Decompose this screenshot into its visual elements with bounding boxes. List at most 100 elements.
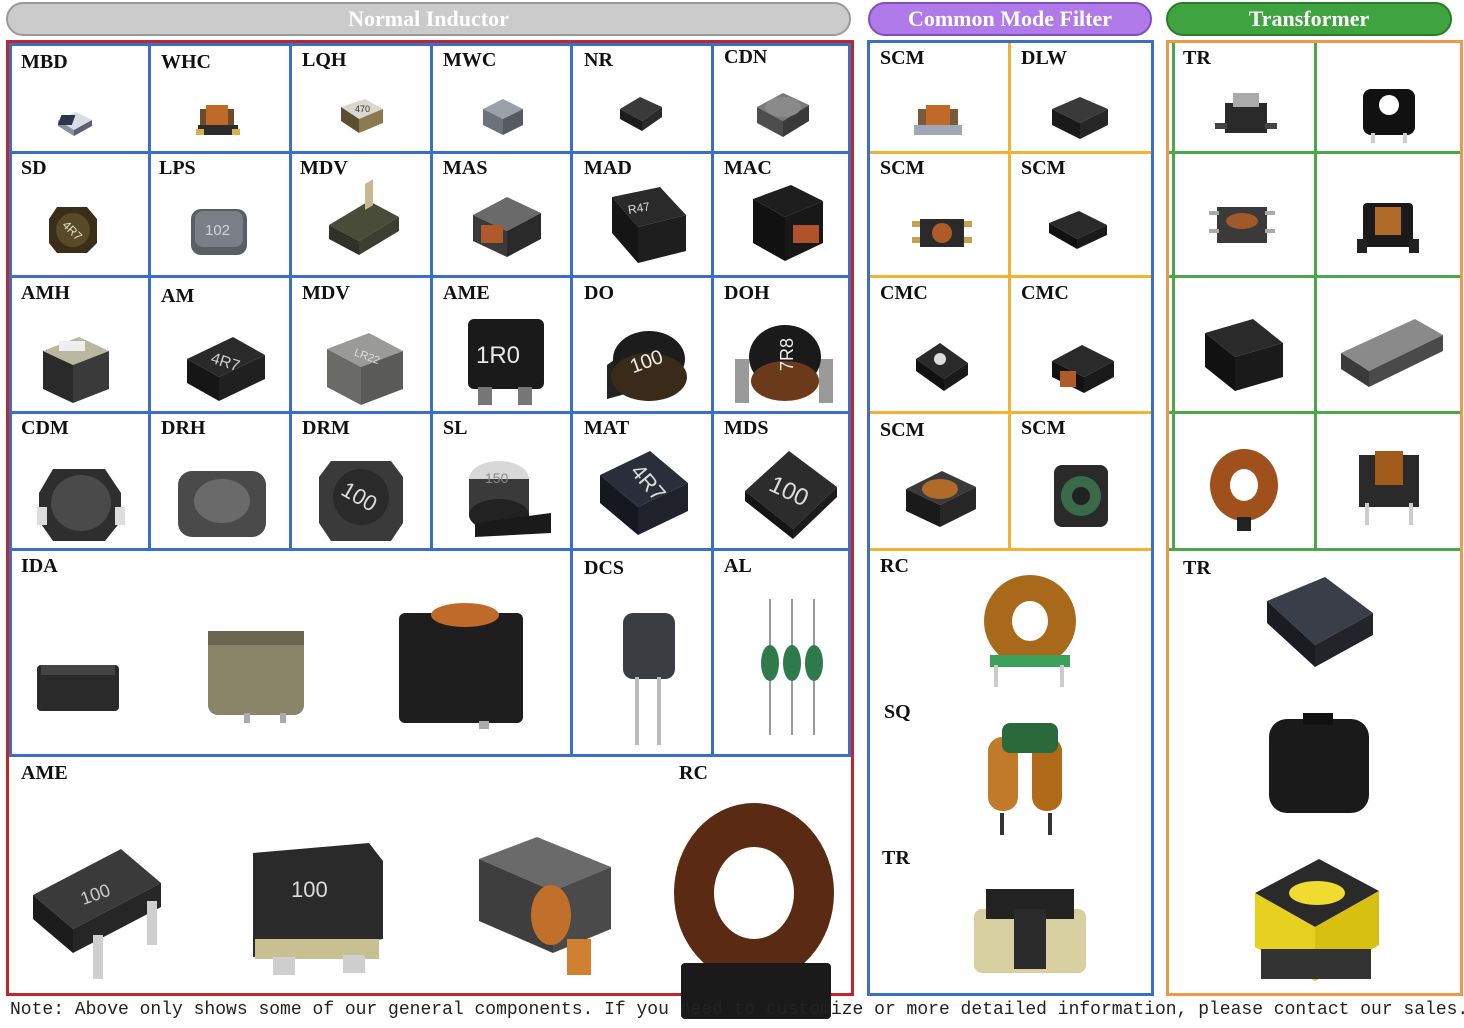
component-mwc-image: [483, 99, 523, 135]
label-al: AL: [724, 555, 752, 577]
grid-line: [870, 548, 1151, 551]
component-mdv-image: [329, 179, 399, 255]
lps-mark: 102: [205, 222, 230, 239]
component-tr-cmf-image: [974, 889, 1086, 973]
header-transformer: Transformer: [1166, 2, 1452, 36]
label-lps: LPS: [159, 157, 196, 179]
label-scm-1: SCM: [880, 47, 925, 69]
component-rc-image: [984, 575, 1076, 687]
component-drm-image: 100: [319, 461, 403, 541]
label-dcs: DCS: [584, 557, 625, 579]
label-lqh: LQH: [302, 49, 347, 71]
normal-inductor-section: MBD WHC LQH MWC NR CDN SD LPS MDV MAS MA…: [6, 40, 854, 1019]
component-ida-medium-image: [208, 631, 304, 723]
component-scm-1-image: [914, 105, 962, 135]
label-mds: MDS: [724, 417, 769, 439]
label-dlw: DLW: [1021, 47, 1067, 69]
component-ame-c-image: [479, 837, 611, 975]
component-tr-lower-1-image: [1267, 577, 1373, 667]
label-ida: IDA: [21, 555, 58, 577]
component-amh-image: [43, 337, 109, 403]
component-mdv2-image: LR22: [327, 333, 403, 405]
component-ame-b-image: 100: [253, 843, 383, 975]
label-tr-cmf: TR: [882, 847, 910, 869]
transformer-section: TR TR: [1166, 40, 1463, 996]
component-tr-lower-2-image: [1269, 713, 1369, 813]
label-doh: DOH: [724, 282, 770, 304]
label-sd: SD: [21, 157, 47, 179]
component-sd-image: 4R7: [49, 207, 97, 253]
sl-mark: 150: [485, 470, 509, 486]
label-mac: MAC: [724, 157, 772, 179]
component-am-image: 4R7: [187, 337, 265, 401]
component-mbd-image: [57, 112, 92, 136]
ame-mark: 1R0: [476, 342, 520, 369]
doh-mark: 7R8: [777, 338, 797, 371]
component-scm-2-image: [912, 219, 972, 247]
component-tr-6-image: [1341, 319, 1443, 387]
header-cmf-label: Common Mode Filter: [907, 6, 1113, 31]
component-tr-lower-3-image: [1255, 859, 1379, 981]
component-cdm-image: [37, 469, 125, 541]
label-cdn: CDN: [724, 46, 768, 68]
component-mat-image: 4R7: [600, 451, 688, 535]
label-sq: SQ: [884, 701, 911, 723]
label-cmc-1: CMC: [880, 282, 928, 304]
header-transformer-label: Transformer: [1248, 6, 1370, 31]
grid-line: [9, 43, 12, 754]
component-tr-1-image: [1215, 93, 1277, 133]
label-cdm: CDM: [21, 417, 69, 439]
grid-line: [1008, 43, 1011, 548]
component-do-image: 100: [607, 331, 687, 401]
label-ame: AME: [443, 282, 490, 304]
label-mas: MAS: [443, 157, 488, 179]
label-ame-large: AME: [21, 762, 68, 784]
label-mwc: MWC: [443, 49, 497, 71]
component-cmc-2-image: [1052, 345, 1114, 393]
label-mat: MAT: [584, 417, 630, 439]
component-cmc-1-image: [916, 343, 968, 391]
grid-line: [430, 43, 433, 548]
component-dlw-image: [1052, 97, 1108, 139]
common-mode-filter-section: SCM DLW SCM SCM CMC CMC SCM SCM RC SQ TR: [867, 40, 1154, 996]
grid-line: [9, 43, 851, 46]
label-tr-top: TR: [1183, 47, 1211, 69]
label-mbd: MBD: [21, 51, 68, 73]
label-rc: RC: [880, 555, 909, 577]
grid-line: [1169, 548, 1460, 551]
component-mac-image: [753, 185, 823, 261]
label-drh: DRH: [161, 417, 206, 439]
label-whc: WHC: [161, 51, 211, 73]
component-mad-image: R47: [612, 187, 686, 263]
lqh-mark: 470: [355, 104, 370, 114]
label-tr-lower: TR: [1183, 557, 1211, 579]
label-am: AM: [161, 285, 195, 307]
component-mas-image: [473, 197, 541, 257]
label-scm-5: SCM: [1021, 417, 1066, 439]
grid-line: [848, 43, 851, 754]
header-normal-label: Normal Inductor: [348, 6, 509, 31]
component-whc-image: [196, 105, 240, 135]
component-nr-image: [620, 97, 662, 131]
grid-line: [1172, 43, 1175, 548]
label-nr: NR: [584, 49, 613, 71]
component-ida-large-image: [399, 603, 523, 729]
component-tr-4-image: [1357, 203, 1419, 253]
label-scm-2: SCM: [880, 157, 925, 179]
label-mdv: MDV: [300, 157, 348, 179]
component-sq-image: [988, 723, 1062, 835]
component-tr-5-image: [1205, 319, 1283, 391]
grid-line: [711, 43, 714, 754]
label-do: DO: [584, 282, 614, 304]
label-scm-3: SCM: [1021, 157, 1066, 179]
label-amh: AMH: [21, 282, 70, 304]
grid-line: [9, 548, 851, 551]
header-common-mode-filter: Common Mode Filter: [868, 2, 1152, 36]
component-lps-image: 102: [191, 209, 247, 255]
header-normal-inductor: Normal Inductor: [6, 2, 851, 36]
component-sl-image: 150: [469, 461, 551, 537]
component-tr-3-image: [1209, 207, 1275, 243]
component-ame-image: 1R0: [468, 319, 544, 405]
label-scm-4: SCM: [880, 419, 925, 441]
component-doh-image: 7R8: [735, 325, 833, 403]
